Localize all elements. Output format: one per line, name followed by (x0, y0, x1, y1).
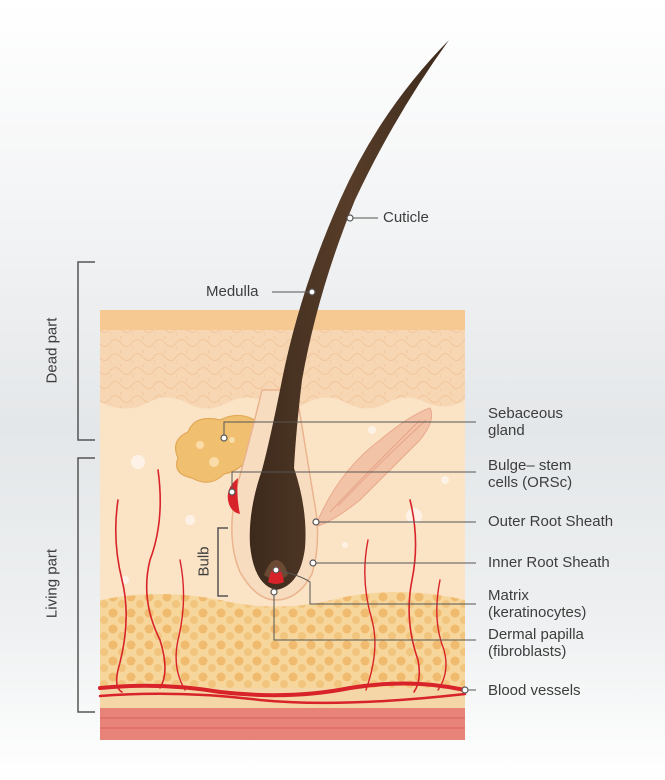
leader-dots (220, 214, 469, 694)
label-cuticle: Cuticle (383, 209, 429, 226)
label-dermal-papilla-line2: (fibroblasts) (488, 643, 567, 660)
label-bulb: Bulb (195, 546, 213, 577)
label-dermal-papilla-line1: Dermal papilla (488, 626, 584, 643)
label-matrix-line1: Matrix (488, 587, 529, 604)
label-matrix-line2: (keratinocytes) (488, 604, 587, 621)
label-blood-vessels: Blood vessels (488, 682, 581, 699)
label-bulge-line1: Bulge– stem (488, 457, 572, 474)
blood-vessels (98, 469, 467, 705)
label-dead-part: Dead part (43, 317, 61, 384)
label-inner-root-sheath: Inner Root Sheath (488, 554, 610, 571)
hair-shaft (249, 40, 449, 590)
label-dermal-papilla: Dermal papilla (fibroblasts) (488, 626, 584, 660)
label-living-part: Living part (43, 548, 61, 619)
label-sebaceous-line1: Sebaceous (488, 405, 564, 422)
leader-lines (223, 217, 476, 691)
label-bulge-stem-cells: Bulge– stem cells (ORSc) (488, 457, 572, 491)
brackets (77, 261, 228, 713)
label-bulge-line2: cells (ORSc) (488, 474, 573, 491)
label-sebaceous-line2: gland (488, 422, 525, 439)
label-matrix: Matrix (keratinocytes) (488, 587, 586, 621)
label-medulla: Medulla (206, 283, 259, 300)
label-outer-root-sheath: Outer Root Sheath (488, 513, 614, 530)
bulge-stem-cells (227, 478, 240, 514)
label-sebaceous-gland: Sebaceous gland (488, 405, 563, 439)
